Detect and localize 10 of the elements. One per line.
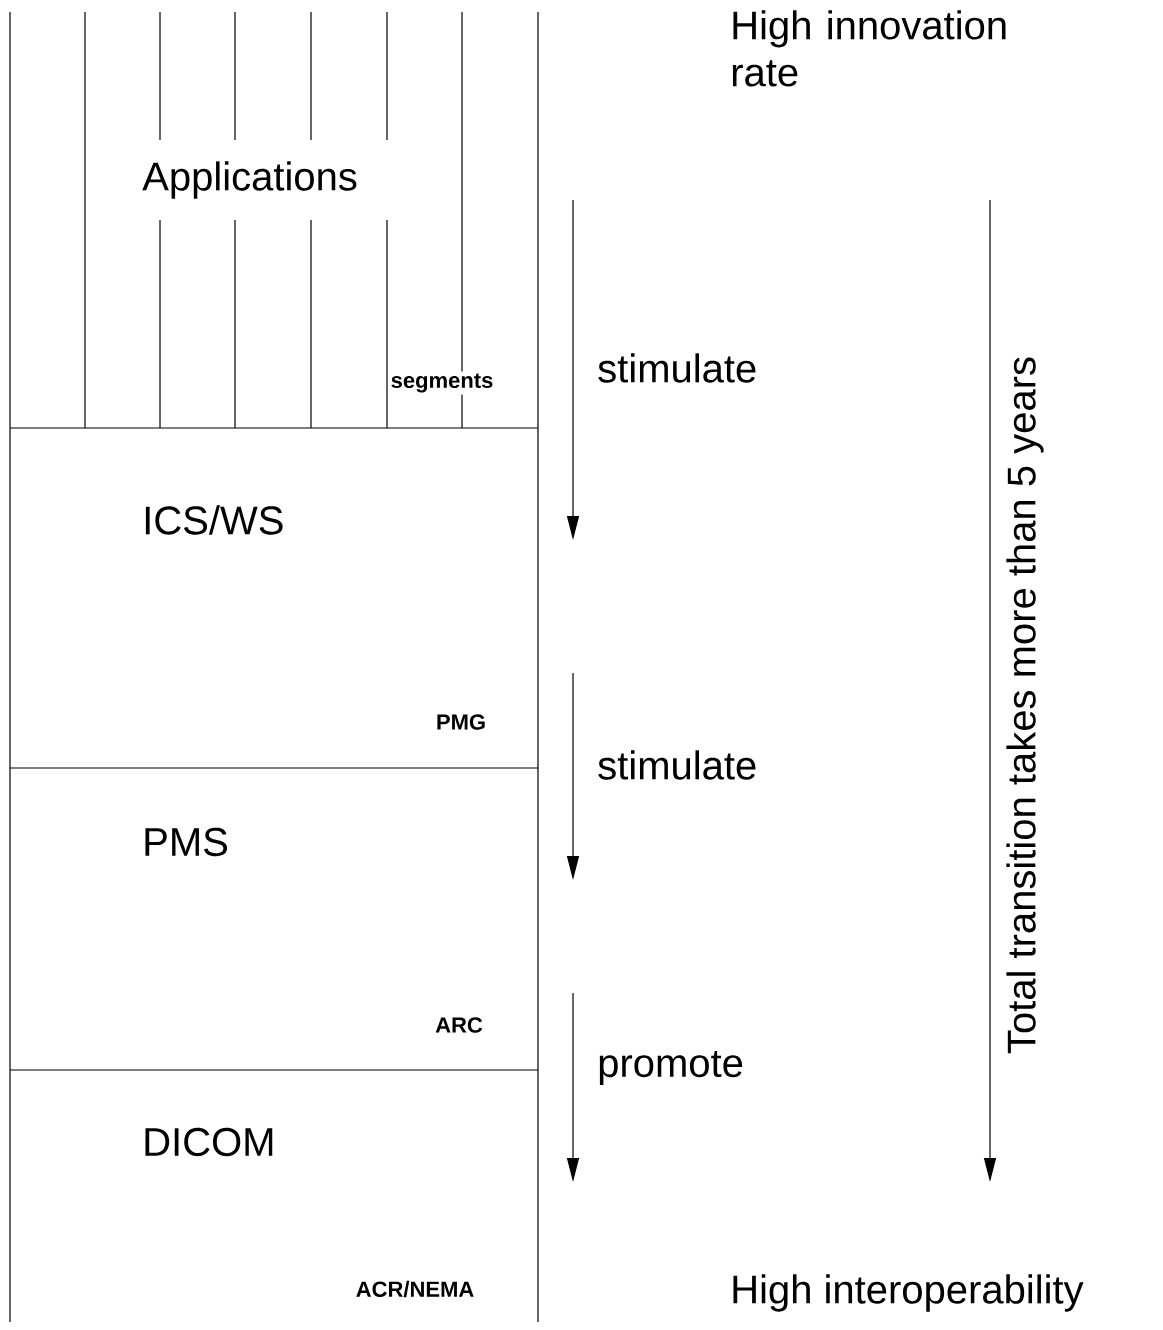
label: stimulate xyxy=(598,353,756,383)
label: Total transition takes more than 5 years xyxy=(1006,357,1044,1054)
label: stimulate xyxy=(598,750,756,780)
label: promote xyxy=(599,1050,743,1086)
label: High innovation rate xyxy=(732,10,1006,87)
layer-box: Applications segments xyxy=(9,11,539,429)
label: High interoperability xyxy=(733,1274,1084,1312)
layer-box: PMS ARC xyxy=(9,767,539,1071)
layer-box: ICS/WS PMG xyxy=(9,427,539,769)
layer-box: DICOM ACR/NEMA xyxy=(9,1069,539,1323)
